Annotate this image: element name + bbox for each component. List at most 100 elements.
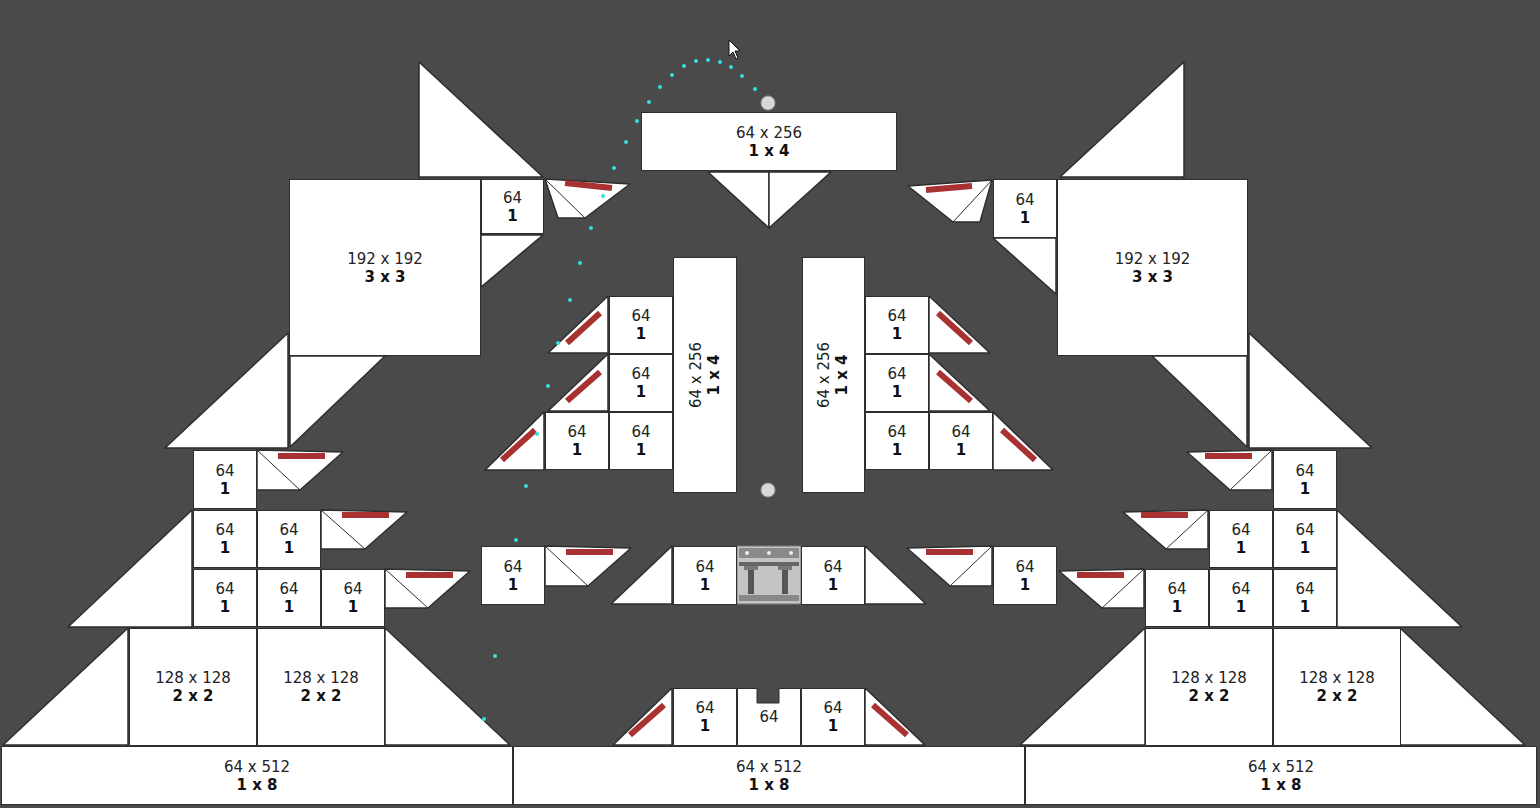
tile-grid-label: 3 x 3 — [1132, 268, 1173, 286]
tile-grid-label: 1 — [636, 383, 646, 401]
tile-block: 641 — [545, 412, 609, 470]
tile-grid-label: 1 — [507, 207, 517, 225]
tile-label-group: 641 — [567, 423, 586, 459]
tile-grid-label: 2 x 2 — [173, 687, 214, 705]
tile-block: 64 x 2561 x 4 — [673, 257, 737, 493]
tile-block: 641 — [1209, 510, 1273, 568]
tile-grid-label: 1 — [1020, 576, 1030, 594]
tile-size-label: 64 — [215, 580, 234, 598]
tile-label-group: 641 — [279, 521, 298, 557]
tile-label-group: 641 — [1167, 580, 1186, 616]
tile-block: 641 — [193, 569, 257, 627]
tile-size-label: 64 — [887, 365, 906, 383]
tile-grid-label: 1 — [1020, 209, 1030, 227]
tile-label-group: 641 — [1295, 580, 1314, 616]
tile-block: 641 — [193, 450, 257, 509]
notched-tile-outline — [738, 689, 801, 746]
tile-grid-label: 1 — [1300, 598, 1310, 616]
tile-size-label: 128 x 128 — [283, 669, 359, 687]
tile-label-group: 192 x 1923 x 3 — [1115, 250, 1191, 286]
tile-grid-label: 1 — [700, 576, 710, 594]
tile-block: 641 — [993, 179, 1057, 238]
tile-label-group: 641 — [695, 558, 714, 594]
tile-grid-label: 1 — [1236, 598, 1246, 616]
tile-block: 64 x 5121 x 8 — [1025, 746, 1537, 805]
tile-block: 641 — [673, 688, 737, 746]
tile-grid-label: 1 — [284, 598, 294, 616]
tile-grid-label: 1 — [284, 539, 294, 557]
tile-label-group: 64 x 5121 x 8 — [224, 758, 290, 794]
tile-label-group: 641 — [215, 521, 234, 557]
tile-size-label: 64 x 512 — [1248, 758, 1314, 776]
tile-block: 641 — [865, 354, 929, 412]
tile-block: 128 x 1282 x 2 — [1145, 628, 1273, 746]
tile-grid-label: 1 — [636, 325, 646, 343]
tile-grid-label: 1 — [1300, 480, 1310, 498]
tile-size-label: 64 — [823, 699, 842, 717]
tile-label-group: 641 — [215, 462, 234, 498]
tile-block: 192 x 1923 x 3 — [1057, 179, 1248, 356]
tile-label-group: 641 — [631, 423, 650, 459]
tile-size-label: 64 x 256 — [816, 342, 834, 408]
tile-size-label: 64 — [215, 462, 234, 480]
tile-label-group: 641 — [503, 558, 522, 594]
wedge-seams — [257, 179, 1272, 608]
tile-size-label: 64 — [759, 708, 778, 726]
tile-grid-label: 1 x 4 — [748, 142, 789, 160]
tile-grid-label: 1 — [348, 598, 358, 616]
tile-size-label: 64 — [631, 423, 650, 441]
tile-block: 192 x 1923 x 3 — [289, 179, 481, 356]
tile-block: 641 — [929, 412, 993, 470]
tile-size-label: 64 — [503, 189, 522, 207]
tile-size-label: 64 — [1015, 558, 1034, 576]
tile-label-group: 641 — [343, 580, 362, 616]
tile-label-group: 641 — [503, 189, 522, 225]
tile-grid-label: 1 — [220, 480, 230, 498]
tile-grid-label: 1 — [1172, 598, 1182, 616]
tile-block: 641 — [1209, 569, 1273, 627]
tile-size-label: 64 — [887, 307, 906, 325]
tile-size-label: 128 x 128 — [1171, 669, 1247, 687]
tile-grid-label: 1 — [892, 441, 902, 459]
tile-size-label: 64 — [567, 423, 586, 441]
tile-size-label: 64 — [1231, 580, 1250, 598]
tile-block: 641 — [1273, 450, 1337, 509]
tile-label-group: 641 — [1015, 558, 1034, 594]
tile-grid-label: 1 — [1236, 539, 1246, 557]
tile-block: 641 — [193, 510, 257, 568]
tile-block: 641 — [1273, 510, 1337, 568]
triangle-tiles — [3, 62, 1525, 745]
tile-label-group: 641 — [951, 423, 970, 459]
tile-size-label: 64 x 256 — [687, 342, 705, 408]
tile-grid-label: 1 — [828, 576, 838, 594]
tile-grid-label: 1 — [892, 325, 902, 343]
tile-grid-label: 1 x 8 — [748, 776, 789, 794]
tile-size-label: 64 — [1295, 580, 1314, 598]
tile-grid-label: 1 — [572, 441, 582, 459]
tile-block: 641 — [257, 510, 321, 568]
tile-size-label: 192 x 192 — [347, 250, 423, 268]
tile-size-label: 64 — [279, 521, 298, 539]
tile-label-group: 128 x 1282 x 2 — [283, 669, 359, 705]
tile-label-group: 64 x 2561 x 4 — [816, 342, 852, 408]
tile-size-label: 64 x 256 — [736, 124, 802, 142]
tile-block: 641 — [865, 296, 929, 354]
tile-label-group: 641 — [279, 580, 298, 616]
tile-label-group: 641 — [631, 307, 650, 343]
tile-grid-label: 1 — [956, 441, 966, 459]
tile-size-label: 64 — [1295, 521, 1314, 539]
tile-label-group: 641 — [887, 365, 906, 401]
tile-label-group: 641 — [823, 558, 842, 594]
tile-label-group: 128 x 1282 x 2 — [155, 669, 231, 705]
tile-block: 641 — [481, 546, 545, 605]
tile-label-group: 64 — [759, 708, 778, 726]
tile-size-label: 64 — [823, 558, 842, 576]
tile-grid-label: 1 — [508, 576, 518, 594]
tile-block: 128 x 1282 x 2 — [129, 628, 257, 746]
tile-block: 128 x 1282 x 2 — [1273, 628, 1401, 746]
tile-block: 641 — [801, 688, 865, 746]
tile-size-label: 128 x 128 — [1299, 669, 1375, 687]
tile-size-label: 64 — [215, 521, 234, 539]
tile-size-label: 128 x 128 — [155, 669, 231, 687]
tile-block: 641 — [1145, 569, 1209, 627]
